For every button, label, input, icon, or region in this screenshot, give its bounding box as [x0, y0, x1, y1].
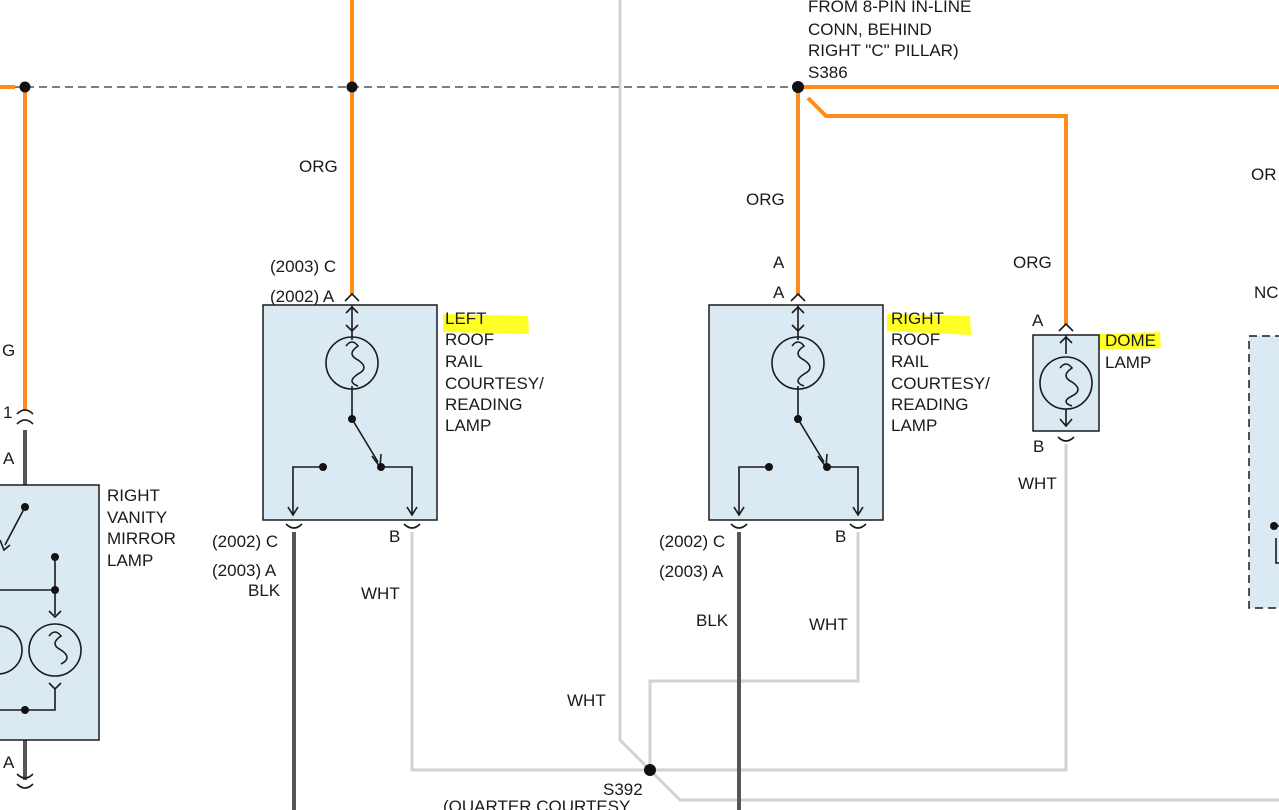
left-wire-org-label: ORG	[299, 157, 338, 176]
dome-lamp-label-2: LAMP	[1105, 353, 1151, 372]
splice-s392-note: (QUARTER COURTESY	[443, 797, 630, 810]
vanity-mirror-lamp	[0, 409, 100, 789]
left-lamp-label-6: LAMP	[445, 416, 491, 435]
dome-wire-wht-label: WHT	[1018, 474, 1057, 493]
highlight-right	[887, 314, 971, 335]
splice-dot-s386	[792, 81, 804, 93]
left-pin-bottom-2002: (2002) C	[212, 532, 278, 551]
orange-wires	[0, 0, 1279, 410]
splice-s386-label: S386	[808, 63, 848, 82]
left-lamp-label-4: COURTESY/	[445, 374, 544, 393]
vanity-lamp-label-2: VANITY	[107, 508, 167, 527]
right-lamp-label-3: RAIL	[891, 352, 929, 371]
vanity-lamp-label-1: RIGHT	[107, 486, 160, 505]
right-edge-component	[1248, 335, 1279, 609]
black-wires	[23, 430, 741, 810]
dome-wire-org-label: ORG	[1013, 253, 1052, 272]
vanity-pin-bottom-letter: A	[3, 753, 15, 772]
connector-note-line1: FROM 8-PIN IN-LINE	[808, 0, 971, 16]
vanity-wire-label: G	[2, 341, 15, 360]
right-wire-org-label: ORG	[746, 190, 785, 209]
vanity-pin-top-letter: A	[3, 449, 15, 468]
dome-pin-a-label: A	[1032, 311, 1044, 330]
highlight-left	[443, 314, 529, 334]
highlight-dome	[1099, 332, 1161, 350]
left-lamp-label-2: ROOF	[445, 330, 494, 349]
left-pin-top-2003: (2003) C	[270, 257, 336, 276]
right-wire-wht-label: WHT	[809, 615, 848, 634]
right-edge-wire-label: OR	[1251, 165, 1277, 184]
vanity-lamp-label-3: MIRROR	[107, 529, 176, 548]
splice-s392-label: S392	[603, 780, 643, 799]
dome-pin-b-label: B	[1033, 437, 1044, 456]
white-wires	[410, 0, 1279, 802]
right-edge-component-label: NC	[1254, 283, 1279, 302]
left-lamp-label-1: LEFT	[445, 309, 487, 328]
right-roof-rail-lamp	[708, 292, 884, 529]
right-pin-b-label: B	[835, 527, 846, 546]
vanity-pin-top-label: 1	[3, 403, 12, 422]
splice-dot-s392	[644, 764, 656, 776]
splice-wire-wht-label: WHT	[567, 691, 606, 710]
left-pin-top-2002: (2002) A	[270, 287, 335, 306]
left-lamp-label-5: READING	[445, 395, 522, 414]
dome-lamp-label-1: DOME	[1105, 331, 1156, 350]
dome-lamp	[1032, 322, 1100, 442]
left-pin-b-label: B	[389, 527, 400, 546]
splice-dot-left	[19, 81, 31, 93]
left-wire-wht-label: WHT	[361, 584, 400, 603]
left-roof-rail-lamp	[262, 292, 438, 529]
right-pin-bottom-2002: (2002) C	[659, 532, 725, 551]
right-lamp-label-5: READING	[891, 395, 968, 414]
left-pin-bottom-2003: (2003) A	[212, 561, 277, 580]
right-pin-bottom-2003: (2003) A	[659, 562, 724, 581]
right-lamp-label-1: RIGHT	[891, 309, 944, 328]
connector-note-line3: RIGHT "C" PILLAR)	[808, 41, 959, 60]
left-lamp-label-3: RAIL	[445, 352, 483, 371]
vanity-lamp-label-4: LAMP	[107, 551, 153, 570]
right-lamp-label-2: ROOF	[891, 330, 940, 349]
right-lamp-label-4: COURTESY/	[891, 374, 990, 393]
connector-note-line2: CONN, BEHIND	[808, 20, 932, 39]
right-wire-blk-label: BLK	[696, 611, 729, 630]
splice-dot-mid	[346, 81, 358, 93]
right-pin-top-a2: A	[773, 283, 785, 302]
left-wire-blk-label: BLK	[248, 581, 281, 600]
right-lamp-label-6: LAMP	[891, 416, 937, 435]
right-pin-top-a1: A	[773, 253, 785, 272]
